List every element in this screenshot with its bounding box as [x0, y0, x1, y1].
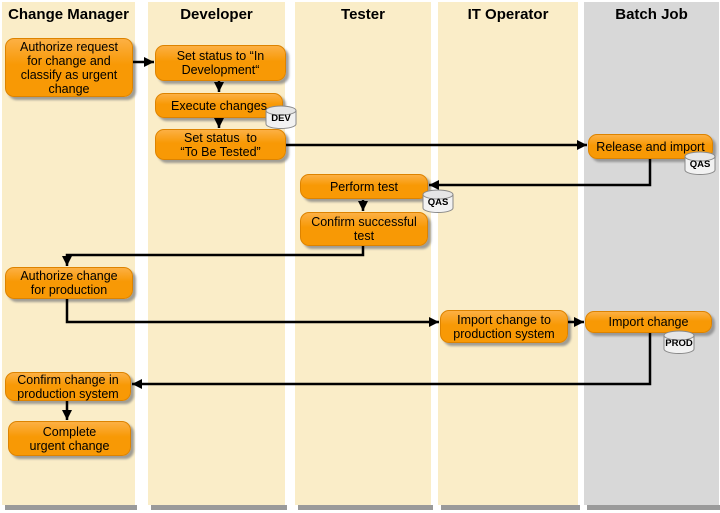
lane-header-tester: Tester [341, 6, 385, 23]
lane-tester: Tester [295, 2, 433, 510]
qas-database-label-tester: QAS [427, 197, 449, 208]
lane-header-change-manager: Change Manager [8, 6, 129, 23]
node-authorize-change-for-production: Authorize change for production [5, 267, 133, 299]
lane-it-operator: IT Operator [438, 2, 580, 510]
node-execute-changes: Execute changes [155, 93, 283, 118]
node-perform-test: Perform test [300, 174, 428, 199]
qas-database-icon-batch: QAS [683, 151, 717, 176]
node-set-status-to-be-tested: Set status to “To Be Tested” [155, 129, 286, 160]
node-confirm-change-in-production-system: Confirm change in production system [5, 372, 131, 401]
lane-header-developer: Developer [180, 6, 253, 23]
dev-database-icon: DEV [264, 105, 298, 130]
dev-database-label: DEV [271, 113, 291, 124]
lane-batch-job: Batch Job [584, 2, 720, 510]
node-authorize-request: Authorize request for change and classif… [5, 38, 133, 97]
lane-header-it-operator: IT Operator [467, 6, 549, 23]
node-confirm-successful-test: Confirm successful test [300, 212, 428, 246]
lane-header-batch-job: Batch Job [615, 6, 688, 23]
prod-database-icon: PROD [662, 330, 696, 355]
node-import-change: Import change [585, 311, 712, 333]
node-complete-urgent-change: Complete urgent change [8, 421, 131, 456]
node-import-change-to-production-system: Import change to production system [440, 310, 568, 343]
prod-database-label: PROD [665, 338, 693, 349]
qas-database-icon-tester: QAS [421, 189, 455, 214]
qas-database-label-batch: QAS [689, 159, 711, 170]
node-set-status-in-development: Set status to “In Development“ [155, 45, 286, 81]
